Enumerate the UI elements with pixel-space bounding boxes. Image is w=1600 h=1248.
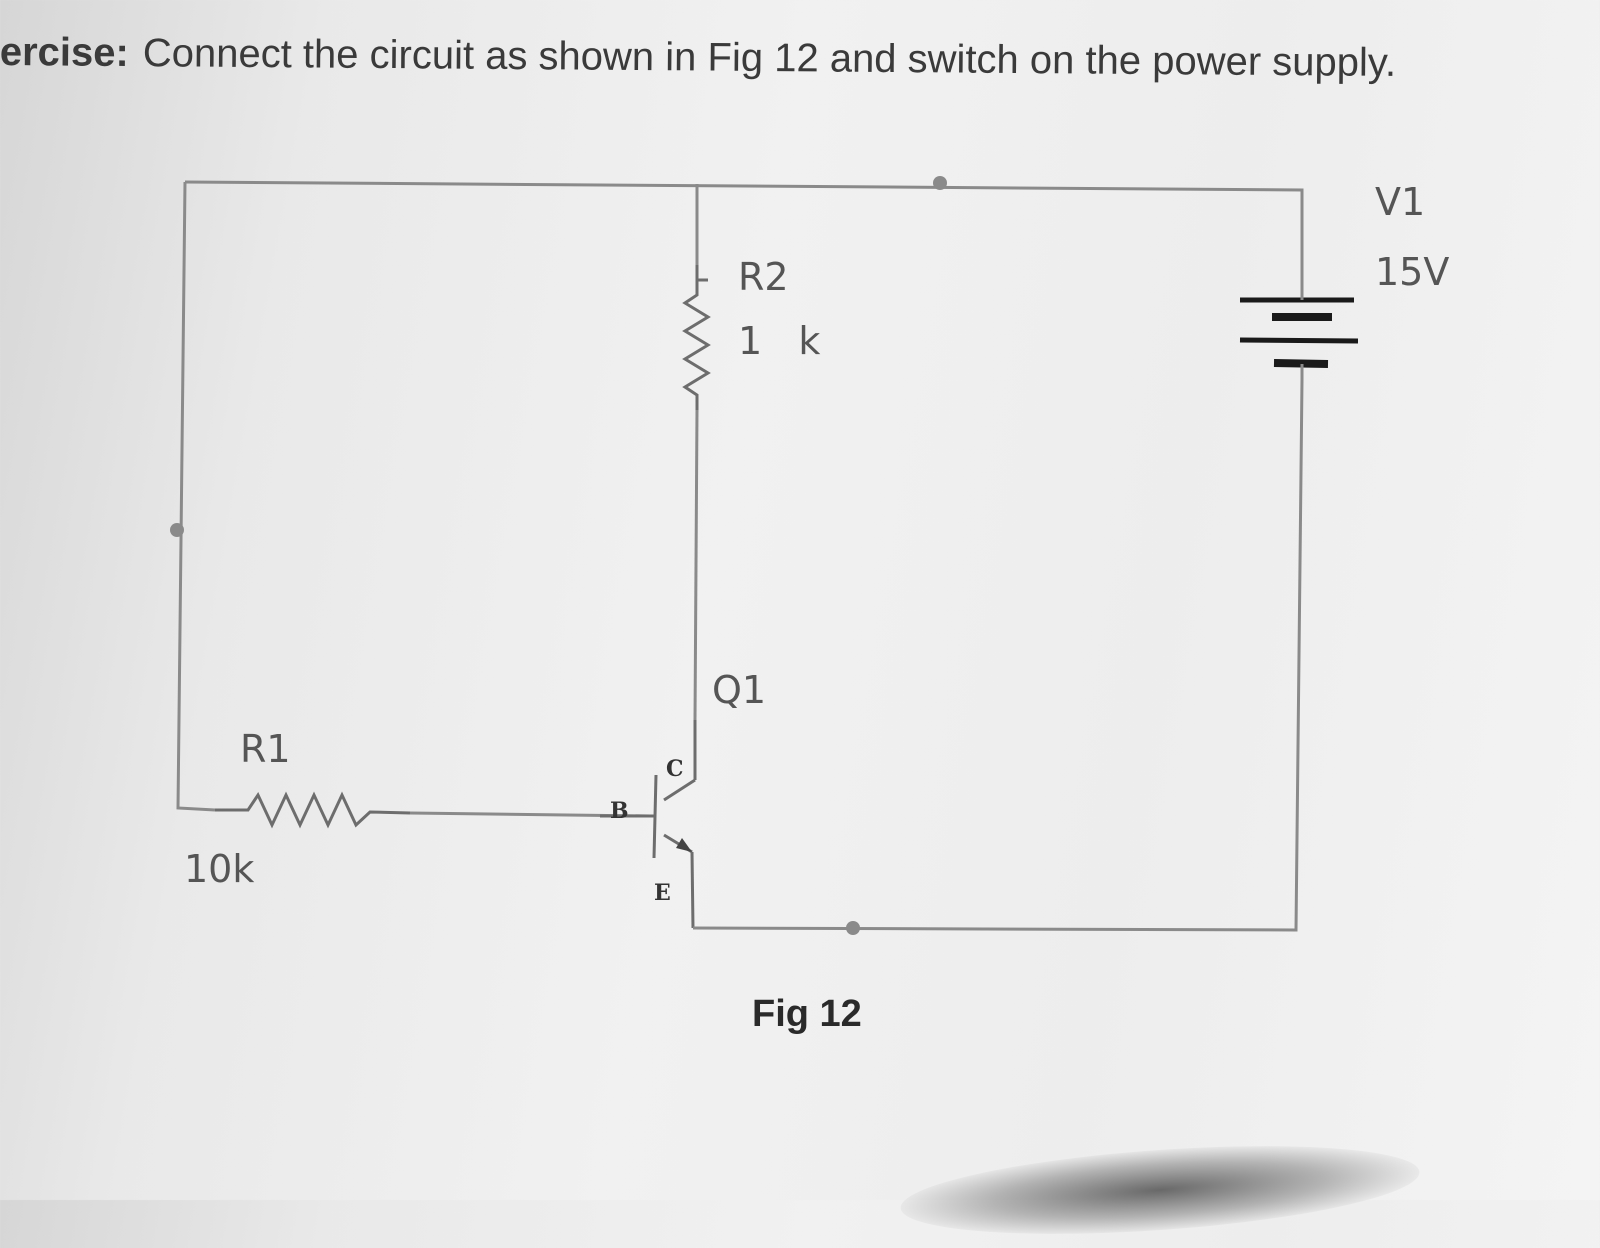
r2-value-label: 1 k: [738, 319, 820, 363]
r2-resistor-symbol: [682, 280, 711, 410]
q1-name-label: Q1: [712, 668, 766, 712]
circuit-diagram: R1 10k R2 1 k Q1 V1 15V B C E Fig 12: [170, 176, 1449, 1035]
r2-name-label: R2: [738, 255, 789, 299]
r1-value-label: 10k: [184, 847, 254, 891]
handwritten-base-label: B: [610, 798, 629, 824]
junction-dot-top: [933, 176, 947, 190]
r2-lead-tick: [695, 265, 708, 282]
r1-name-label: R1: [240, 727, 291, 771]
q1-collector-diagonal: [663, 778, 696, 802]
wire-left: [176, 181, 216, 812]
handwritten-emitter-label: E: [654, 880, 671, 906]
r1-resistor-symbol: [215, 791, 411, 829]
battery-plate-4: [1273, 359, 1329, 368]
wire-bottom: [692, 379, 1304, 932]
v1-value-label: 15V: [1375, 250, 1449, 294]
battery-plate-3: [1239, 337, 1359, 344]
wire-r2-to-collector: [693, 409, 699, 721]
wire-top: [184, 180, 1304, 300]
figure-caption: Fig 12: [752, 993, 862, 1035]
handwritten-collector-label: C: [666, 756, 684, 782]
v1-name-label: V1: [1375, 180, 1425, 224]
q1-emitter-lead: [690, 851, 695, 929]
q1-emitter-arrow: [676, 838, 692, 852]
junction-dot-left: [170, 523, 184, 537]
worksheet-page: ercise:Connect the circuit as shown in F…: [0, 30, 1449, 1248]
junction-dot-bottom: [846, 921, 860, 935]
